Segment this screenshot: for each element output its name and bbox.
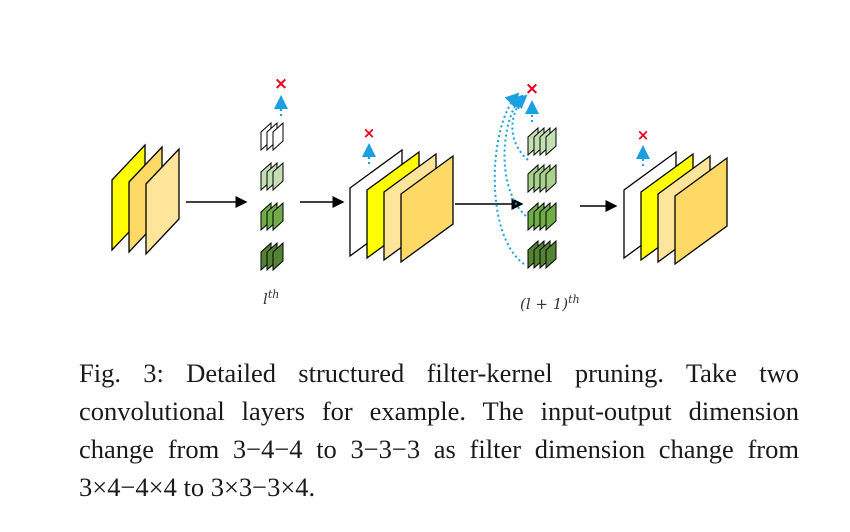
input-feature-maps — [111, 143, 180, 256]
figure-caption: Fig. 3: Detailed structured filter-kerne… — [79, 358, 799, 502]
filter-light-green-2 — [527, 163, 557, 194]
filter-pruned — [260, 121, 284, 152]
layer-l1-label-base: (l + 1) — [520, 295, 569, 313]
intermediate-feature-maps: × — [349, 124, 454, 264]
feature-map-light-orange — [674, 156, 728, 266]
filter-mid-green — [260, 201, 284, 232]
prune-mark: × — [274, 74, 288, 94]
layer-l1-label: (l + 1)th — [520, 293, 580, 313]
output-feature-maps: × — [623, 126, 728, 266]
layer-l1-filters: × — [493, 79, 557, 270]
layer-l-label: lth — [263, 288, 279, 308]
filter-light-green — [527, 126, 557, 157]
prune-mark: × — [525, 79, 539, 99]
filter-light-green — [260, 161, 284, 192]
prune-curve-arrow — [511, 94, 529, 161]
filter-dark-green — [527, 239, 557, 270]
filter-dark-green — [260, 241, 284, 272]
feature-map-pale-yellow — [145, 147, 180, 256]
prune-mark: × — [637, 126, 650, 144]
layer-l-filters: × — [260, 74, 288, 272]
layer-l1-label-sup: th — [568, 293, 580, 306]
prune-curve-arrow — [493, 92, 525, 265]
layer-l-label-base: l — [263, 290, 268, 308]
layer-l-label-sup: th — [267, 288, 280, 301]
prune-mark: × — [363, 124, 376, 142]
feature-map-light-orange — [400, 154, 454, 264]
pruning-diagram: × × — [111, 74, 728, 272]
prune-curve-arrow — [503, 94, 527, 217]
filter-mid-green — [527, 201, 557, 232]
